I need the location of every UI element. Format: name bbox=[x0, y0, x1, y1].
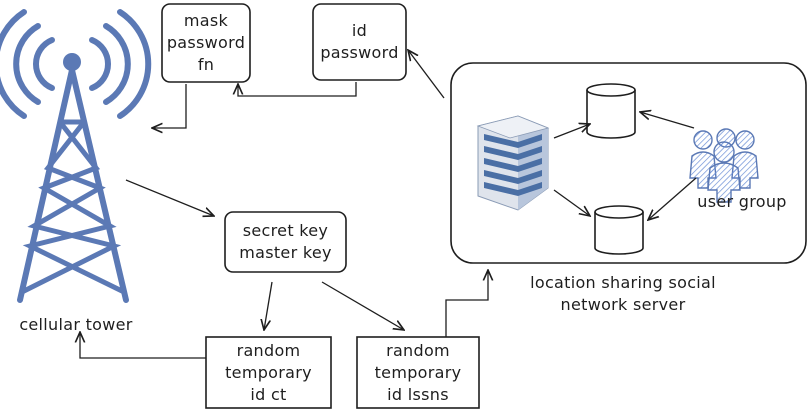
mask-password-box bbox=[161, 3, 251, 83]
random-id-ct-label: random temporary id ct bbox=[206, 340, 331, 406]
server-rack-icon bbox=[476, 115, 550, 211]
lssns-line-2: temporary bbox=[374, 363, 462, 382]
arrow-id-to-mask-box bbox=[238, 82, 357, 97]
server-container bbox=[450, 62, 807, 264]
arrow-tower-to-keys bbox=[125, 179, 214, 216]
arrow-mask-to-tower bbox=[152, 84, 187, 128]
cellular-tower-icon bbox=[0, 9, 152, 303]
mask-line-1: mask bbox=[183, 11, 229, 30]
database-bottom-icon bbox=[594, 205, 644, 255]
mask-line-2: password bbox=[166, 33, 246, 52]
id-line-2: password bbox=[320, 43, 399, 62]
arrow-keys-to-ct bbox=[264, 281, 273, 330]
lssns-line-1: random bbox=[386, 341, 450, 360]
mask-password-label: mask password fn bbox=[162, 10, 250, 76]
database-top-icon bbox=[586, 83, 636, 139]
arrow-rack-to-db-bottom bbox=[553, 189, 590, 216]
arrow-keys-to-lssns bbox=[321, 281, 404, 330]
id-password-label: id password bbox=[313, 20, 406, 64]
arrow-lssns-to-server bbox=[445, 270, 488, 337]
arrow-rack-to-db-top bbox=[553, 124, 590, 139]
secret-key-box bbox=[224, 211, 347, 273]
random-id-lssns-label: random temporary id lssns bbox=[357, 340, 479, 406]
cellular-tower-label: cellular tower bbox=[19, 315, 133, 334]
lssns-line-3: id lssns bbox=[387, 385, 449, 404]
server-line-1: location sharing social bbox=[530, 273, 716, 292]
ct-line-1: random bbox=[236, 341, 301, 360]
arrow-ct-to-tower bbox=[80, 332, 206, 359]
mask-line-3: fn bbox=[197, 55, 215, 74]
server-line-2: network server bbox=[560, 295, 686, 314]
user-group-icon bbox=[689, 128, 759, 203]
arrow-users-to-db-top bbox=[640, 112, 695, 129]
id-line-1: id bbox=[351, 21, 368, 40]
arrow-users-to-db-bottom bbox=[648, 177, 697, 220]
server-label: location sharing social network server bbox=[503, 272, 743, 316]
random-id-lssns-box bbox=[356, 336, 480, 409]
arrow-server-to-id-box bbox=[408, 50, 445, 99]
secret-key-label: secret key master key bbox=[225, 220, 346, 264]
random-id-ct-box bbox=[205, 336, 332, 409]
user-group-label: user group bbox=[697, 192, 787, 211]
key-line-2: master key bbox=[239, 243, 332, 262]
ct-line-3: id ct bbox=[250, 385, 287, 404]
key-line-1: secret key bbox=[242, 221, 329, 240]
ct-line-2: temporary bbox=[225, 363, 312, 382]
id-password-box bbox=[312, 3, 407, 81]
